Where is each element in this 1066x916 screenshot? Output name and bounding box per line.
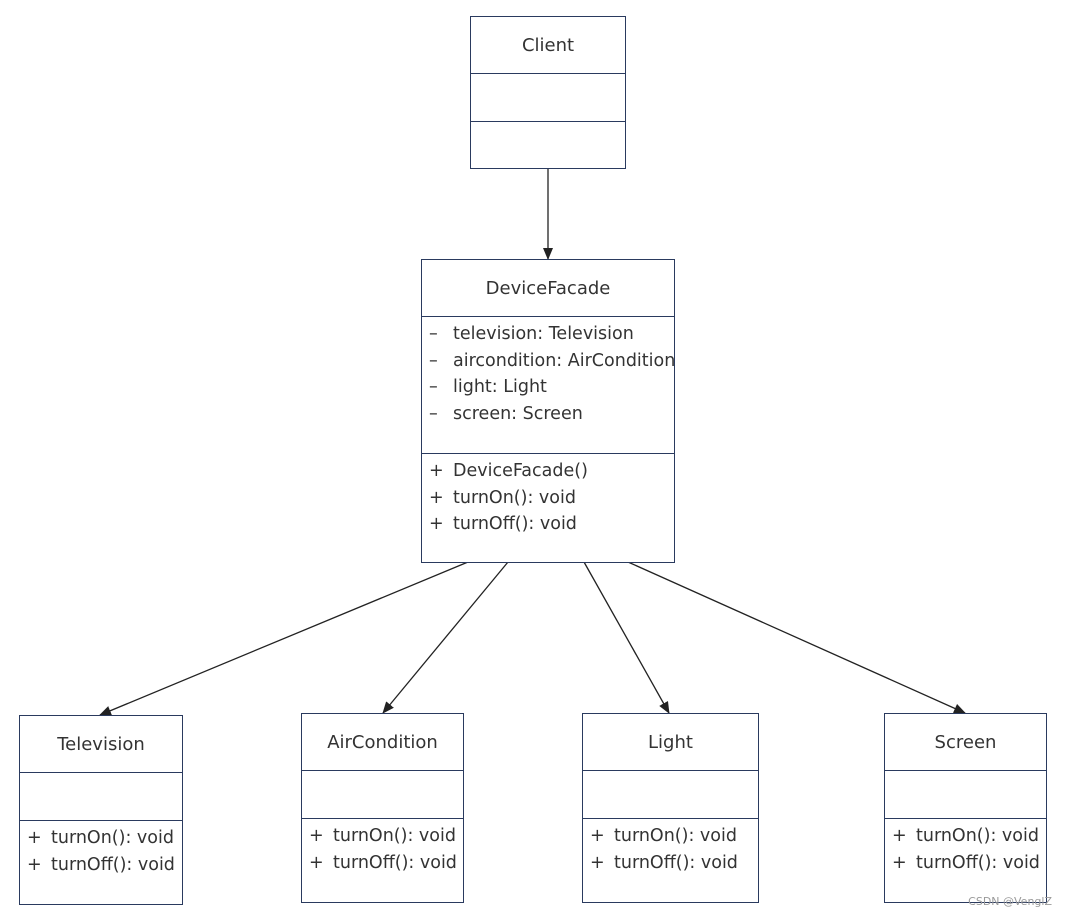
method-text: turnOff(): void	[453, 514, 577, 534]
method-row: + turnOn(): void	[590, 823, 758, 850]
class-name: DeviceFacade	[485, 277, 611, 299]
methods-section	[471, 121, 625, 168]
method-row: + turnOn(): void	[309, 823, 463, 850]
attributes-section	[471, 73, 625, 121]
method-text: DeviceFacade()	[453, 461, 588, 481]
class-devicefacade[interactable]: DeviceFacade –television: Television –ai…	[421, 259, 675, 563]
visibility-marker: +	[892, 852, 907, 873]
method-row: + turnOn(): void	[27, 825, 182, 852]
method-row: + turnOff(): void	[429, 511, 674, 538]
method-row: + DeviceFacade()	[429, 458, 674, 485]
arrow-devicefacade-to-light	[583, 561, 670, 714]
attributes-section	[583, 770, 758, 818]
attribute-text: aircondition: AirCondition	[453, 350, 676, 371]
class-television[interactable]: Television + turnOn(): void + turnOff(): v…	[19, 715, 183, 905]
class-aircondition[interactable]: AirCondition + turnOn(): void + turnOff():…	[301, 713, 464, 903]
arrow-devicefacade-to-aircondition	[382, 561, 509, 714]
visibility-marker: +	[27, 854, 42, 875]
attribute-row: –television: Television	[429, 321, 674, 348]
attributes-section	[302, 770, 463, 818]
attributes-section	[885, 770, 1046, 818]
method-row: + turnOff(): void	[27, 852, 182, 879]
method-row: + turnOn(): void	[892, 823, 1046, 850]
attribute-text: light: Light	[453, 377, 547, 397]
methods-section: + turnOn(): void + turnOff(): void	[302, 818, 463, 902]
visibility-marker: –	[429, 403, 438, 424]
methods-section: + DeviceFacade() + turnOn(): void + turnOff…	[422, 453, 674, 562]
attribute-row: –light: Light	[429, 374, 674, 401]
method-text: turnOff(): void	[333, 852, 457, 873]
method-row: + turnOn(): void	[429, 485, 674, 512]
visibility-marker: +	[429, 514, 444, 534]
watermark: CSDN @VenglZ	[968, 895, 1052, 908]
visibility-marker: +	[309, 852, 324, 873]
attributes-section: –television: Television –aircondition: A…	[422, 316, 676, 453]
method-text: turnOn(): void	[51, 828, 174, 848]
method-text: turnOn(): void	[333, 826, 456, 846]
method-row: + turnOff(): void	[892, 850, 1046, 877]
visibility-marker: +	[309, 826, 324, 846]
class-light[interactable]: Light + turnOn(): void + turnOff(): void	[582, 713, 759, 903]
methods-section: + turnOn(): void + turnOff(): void	[583, 818, 758, 902]
method-text: turnOn(): void	[916, 826, 1039, 846]
visibility-marker: +	[429, 487, 444, 508]
class-client[interactable]: Client	[470, 16, 626, 169]
visibility-marker: –	[429, 324, 438, 344]
visibility-marker: +	[590, 852, 605, 873]
method-text: turnOff(): void	[916, 852, 1040, 873]
visibility-marker: +	[892, 826, 907, 846]
class-name: Screen	[934, 731, 997, 753]
method-text: turnOn(): void	[453, 487, 576, 508]
visibility-marker: +	[429, 461, 444, 481]
methods-section: + turnOn(): void + turnOff(): void	[885, 818, 1046, 902]
method-text: turnOff(): void	[51, 854, 175, 875]
method-text: turnOff(): void	[614, 852, 738, 873]
attributes-section	[20, 772, 182, 820]
class-name: Light	[648, 731, 693, 753]
attribute-row: –screen: Screen	[429, 401, 674, 428]
visibility-marker: +	[27, 828, 42, 848]
attribute-text: screen: Screen	[453, 403, 583, 424]
visibility-marker: –	[429, 350, 438, 371]
arrow-devicefacade-to-television	[99, 561, 469, 716]
visibility-marker: +	[590, 826, 605, 846]
methods-section: + turnOn(): void + turnOff(): void	[20, 820, 182, 904]
attribute-text: television: Television	[453, 324, 634, 344]
class-name: AirCondition	[327, 731, 438, 753]
visibility-marker: –	[429, 377, 438, 397]
class-name: Client	[521, 34, 575, 56]
method-row: + turnOff(): void	[309, 850, 463, 877]
method-text: turnOn(): void	[614, 826, 737, 846]
class-name: Television	[57, 733, 145, 755]
method-row: + turnOff(): void	[590, 850, 758, 877]
arrow-devicefacade-to-screen	[627, 561, 966, 714]
class-screen[interactable]: Screen + turnOn(): void + turnOff(): void	[884, 713, 1047, 903]
attribute-row: –aircondition: AirCondition	[429, 348, 676, 375]
